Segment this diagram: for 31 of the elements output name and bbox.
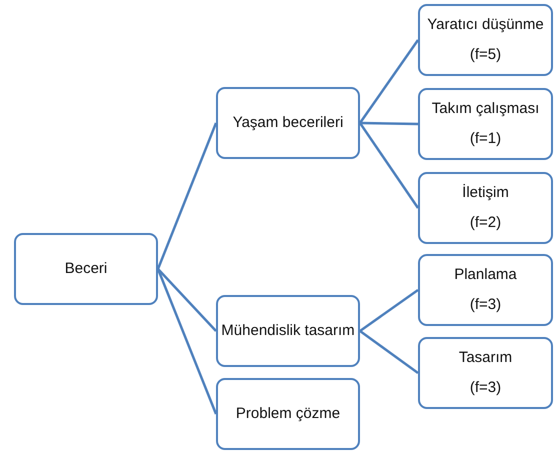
skill-box <box>418 4 553 76</box>
connector-line <box>359 288 419 332</box>
skill-box <box>14 233 158 305</box>
skill-label: Takım çalışması <box>432 100 540 118</box>
skill-label: Mühendislik tasarım <box>221 322 355 340</box>
skill-box <box>418 88 553 160</box>
skill-box <box>418 172 553 244</box>
frequency-label: (f=3) <box>470 379 502 397</box>
skill-label: Tasarım <box>458 349 512 367</box>
skill-box <box>216 378 360 450</box>
skill-label: Beceri <box>64 260 108 278</box>
connector-line <box>358 122 420 209</box>
frequency-label: (f=5) <box>470 46 502 64</box>
connector-line <box>360 122 418 126</box>
connector-line <box>156 122 218 270</box>
skill-box <box>216 87 360 159</box>
connector-line <box>156 268 218 414</box>
skill-box <box>418 337 553 409</box>
connector-line <box>358 39 420 124</box>
skill-label: Yaratıcı düşünme <box>427 16 544 34</box>
frequency-label: (f=3) <box>470 296 502 314</box>
frequency-label: (f=1) <box>470 130 502 148</box>
skill-box <box>216 295 360 367</box>
connector-line <box>359 330 419 374</box>
frequency-label: (f=2) <box>470 214 502 232</box>
skill-label: Planlama <box>454 266 517 284</box>
skill-label: İletişim <box>462 184 509 202</box>
skill-label: Problem çözme <box>236 405 340 423</box>
skill-box <box>418 254 553 326</box>
connector-line <box>157 268 217 332</box>
skill-label: Yaşam becerileri <box>232 114 344 132</box>
